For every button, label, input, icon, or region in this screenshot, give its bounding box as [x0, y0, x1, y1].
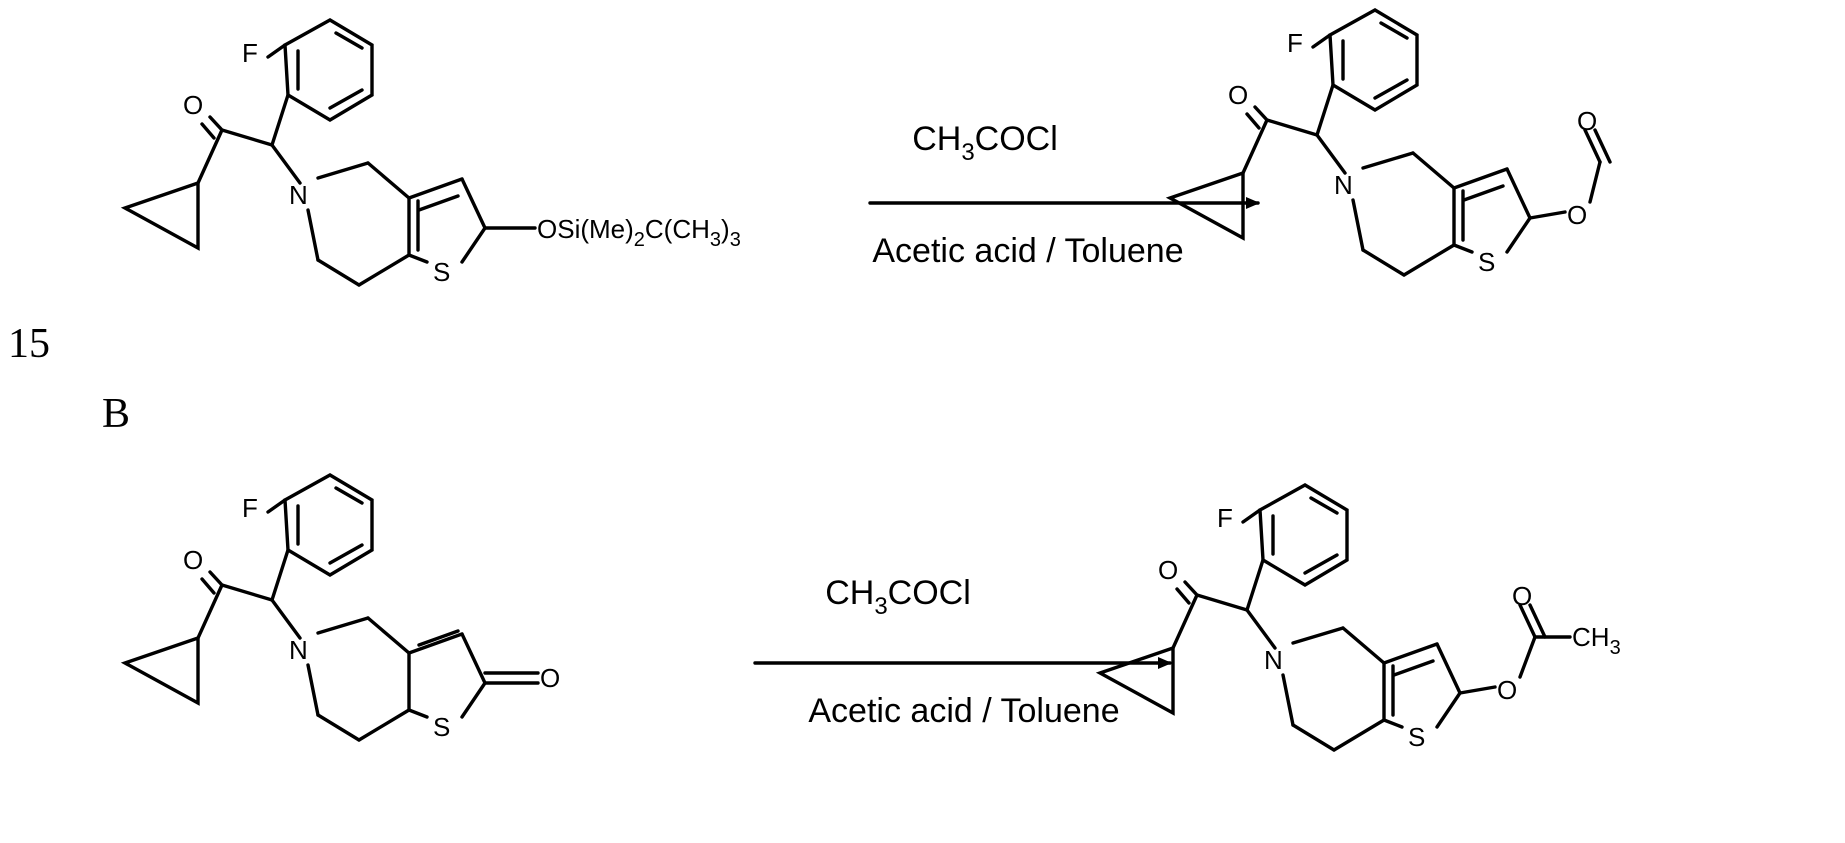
sulfur-label: S [1478, 247, 1495, 277]
reaction-1: F O N S OSi(Me)2C(CH3)3 CH3COCl Acetic a… [125, 10, 1610, 287]
sulfur-label: S [433, 257, 450, 287]
carbonyl-oxygen-label: O [183, 545, 203, 575]
reagent-label: CH3COCl [912, 120, 1058, 166]
nitrogen-label: N [289, 180, 308, 210]
reagent-label: CH3COCl [825, 574, 971, 620]
nitrogen-label: N [289, 635, 308, 665]
carbonyl-oxygen-label: O [1158, 555, 1178, 585]
line-number: 15 [8, 321, 50, 367]
product-1: F O N S O O [1170, 10, 1610, 277]
section-label: B [102, 391, 130, 437]
sulfur-label: S [433, 712, 450, 742]
nitrogen-label: N [1334, 170, 1353, 200]
fluorine-label: F [242, 38, 258, 68]
fluorine-label: F [1217, 503, 1233, 533]
ester-oxygen-label: O [1567, 200, 1587, 230]
starting-material-1: F O N S OSi(Me)2C(CH3)3 [125, 20, 741, 287]
fluorine-label: F [242, 493, 258, 523]
lactone-oxygen-label: O [540, 663, 560, 693]
reaction-2: F O N S O CH3COCl Acetic acid / Toluene … [125, 475, 1621, 752]
ester-carbonyl-oxygen-label: O [1577, 106, 1597, 136]
fluorine-label: F [1287, 28, 1303, 58]
carbonyl-oxygen-label: O [183, 90, 203, 120]
conditions-label: Acetic acid / Toluene [808, 692, 1119, 730]
ester-carbonyl-oxygen-label: O [1512, 581, 1532, 611]
product-2: F O N S O O CH3 [1100, 485, 1621, 752]
nitrogen-label: N [1264, 645, 1283, 675]
ester-oxygen-label: O [1497, 675, 1517, 705]
conditions-label: Acetic acid / Toluene [872, 232, 1183, 270]
silyl-ether-substituent: OSi(Me)2C(CH3)3 [537, 214, 741, 251]
methyl-label: CH3 [1572, 622, 1621, 659]
sulfur-label: S [1408, 722, 1425, 752]
carbonyl-oxygen-label: O [1228, 80, 1248, 110]
starting-material-2: F O N S O [125, 475, 560, 742]
